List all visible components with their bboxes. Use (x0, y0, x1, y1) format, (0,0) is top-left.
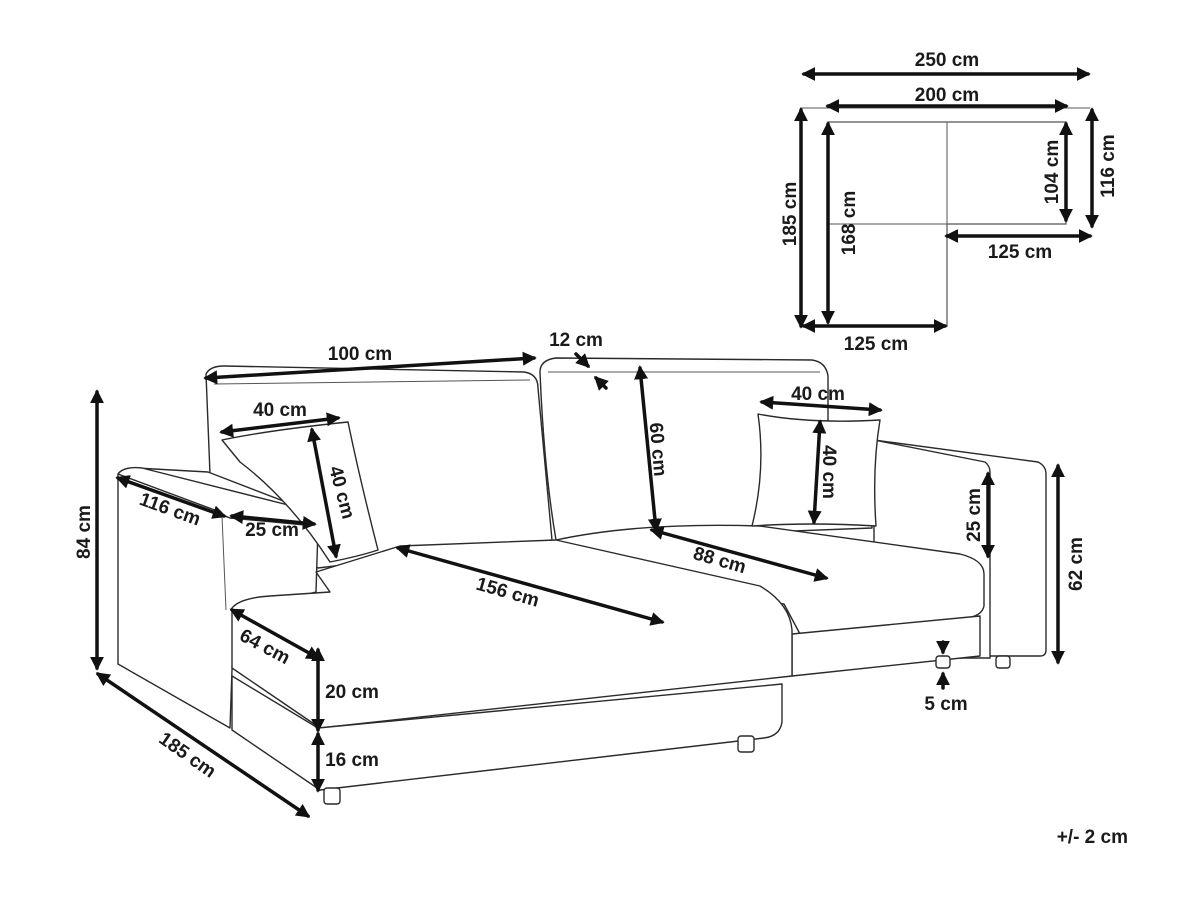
label-total-height: 84 cm (74, 505, 95, 559)
label-plan-depth-sofa-inner: 104 cm (1042, 140, 1063, 204)
dim-arrow-chaise-width (229, 608, 321, 660)
label-plan-width-chaise-part: 125 cm (844, 334, 908, 355)
label-backrest-width: 100 cm (328, 344, 392, 365)
label-plan-depth-chaise-inner: 168 cm (839, 191, 860, 255)
label-seat-cushion-height: 20 cm (325, 682, 379, 703)
dim-arrow-armrest-width (229, 510, 317, 530)
label-plan-width-total: 250 cm (915, 50, 979, 71)
dim-arrow-cushion-height-left (307, 427, 341, 559)
leg-right-a (935, 655, 951, 669)
label-cushion-width-right: 40 cm (791, 384, 845, 405)
label-backrest-height: 60 cm (645, 422, 671, 478)
dim-arrow-thickness-top (574, 352, 590, 368)
label-total-depth: 185 cm (155, 728, 220, 782)
dim-arrow-seat-depth (649, 526, 829, 582)
leg-front-middle (737, 735, 755, 753)
floor-plan: 250 cm 200 cm 185 cm 168 cm 104 cm 116 c… (780, 50, 1119, 355)
dim-arrow-armrest-length (115, 475, 227, 519)
dim-arrow-chaise-length (395, 544, 665, 626)
leg-right-b (995, 655, 1011, 669)
sofa-drawing (117, 357, 1047, 805)
left-armrest-edge (221, 515, 227, 611)
leg-front-left (323, 787, 341, 805)
label-leg-height: 5 cm (924, 694, 967, 715)
label-backrest-thickness: 12 cm (549, 330, 603, 351)
label-armrest-width: 25 cm (245, 520, 299, 541)
tolerance-note: +/- 2 cm (1057, 827, 1128, 848)
dim-arrow-thickness-bottom (594, 376, 609, 391)
dim-arrow-cushion-width-right (759, 395, 883, 417)
label-armrest-height-right: 25 cm (964, 488, 985, 542)
label-cushion-height-right: 40 cm (818, 445, 839, 499)
dim-arrow-cushion-width-left (219, 412, 341, 438)
label-cushion-width-left: 40 cm (253, 400, 307, 421)
label-plan-depth-chaise: 185 cm (780, 182, 801, 246)
label-plan-width-sofa-part: 125 cm (988, 242, 1052, 263)
dim-arrow-backrest-width (203, 351, 537, 385)
label-plan-width-inner: 200 cm (915, 85, 979, 106)
dim-arrow-backrest-height (634, 365, 662, 533)
dim-arrow-cushion-height-right (807, 419, 827, 525)
label-plan-depth-sofa: 116 cm (1098, 134, 1119, 197)
chaise-base (231, 675, 783, 791)
label-base-height: 16 cm (325, 750, 379, 771)
label-seat-height: 62 cm (1066, 537, 1087, 591)
dim-arrow-total-depth (95, 672, 311, 818)
